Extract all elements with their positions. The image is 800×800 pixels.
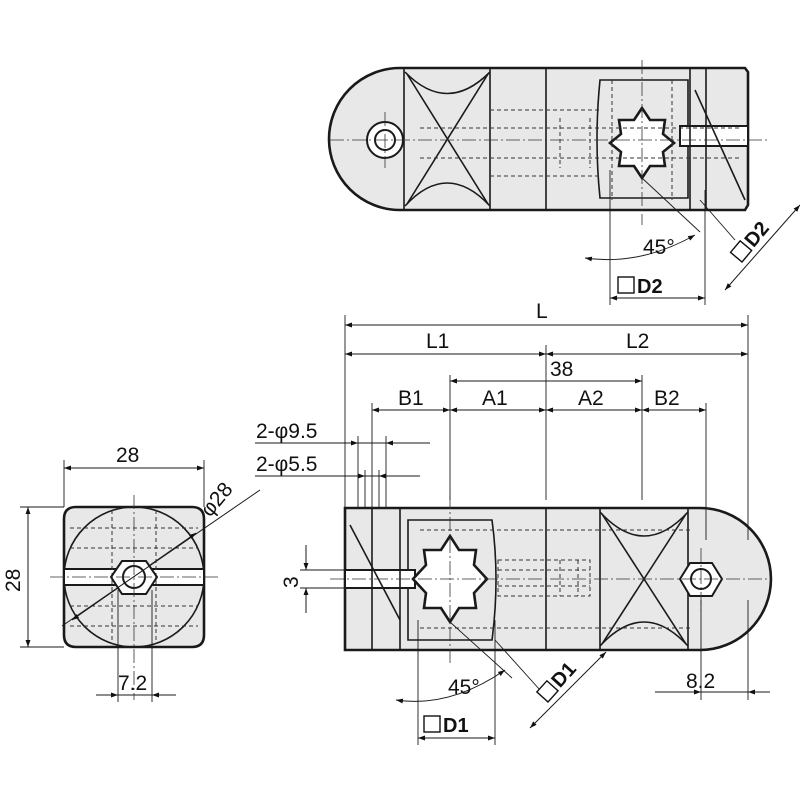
dim-38-label: 38 — [550, 358, 573, 381]
dim-a1-label: A1 — [482, 387, 508, 410]
hole-5-5-label: 2-φ5.5 — [256, 453, 317, 476]
dim-a2-label: A2 — [578, 387, 604, 410]
dim-b2-label: B2 — [654, 387, 680, 410]
top-view — [327, 60, 770, 225]
square-d1-label: D1 — [443, 715, 469, 737]
dim-l1-label: L1 — [426, 330, 449, 353]
dim-b1-label: B1 — [398, 387, 424, 410]
top-view-dimensions: D2 45° D2 — [584, 170, 800, 305]
square-d2-label: D2 — [637, 276, 663, 298]
square-d1-diag-icon — [535, 679, 560, 703]
side-view-dimensions: 28 28 φ28 7.2 — [2, 444, 261, 702]
square-d1-icon — [423, 715, 441, 733]
front-view-dimensions: L L1 L2 38 B1 A1 A2 B2 2-φ9.5 2-φ5.5 3 — [255, 300, 770, 745]
front-view — [330, 495, 773, 665]
dim-3-label: 3 — [280, 576, 303, 588]
hole-9-5-label: 2-φ9.5 — [256, 420, 317, 443]
dim-8-2-label: 8.2 — [686, 670, 715, 693]
dim-l-label: L — [536, 300, 548, 323]
side-height-label: 28 — [2, 569, 25, 592]
angle-45-top-label: 45° — [643, 236, 675, 259]
side-view — [50, 495, 218, 700]
side-offset-label: 7.2 — [118, 672, 147, 695]
square-d2-diag-icon — [729, 239, 753, 263]
square-d2-icon — [617, 276, 635, 294]
angle-45-bottom-label: 45° — [448, 676, 480, 699]
side-width-label: 28 — [116, 444, 139, 467]
dim-l2-label: L2 — [626, 330, 649, 353]
